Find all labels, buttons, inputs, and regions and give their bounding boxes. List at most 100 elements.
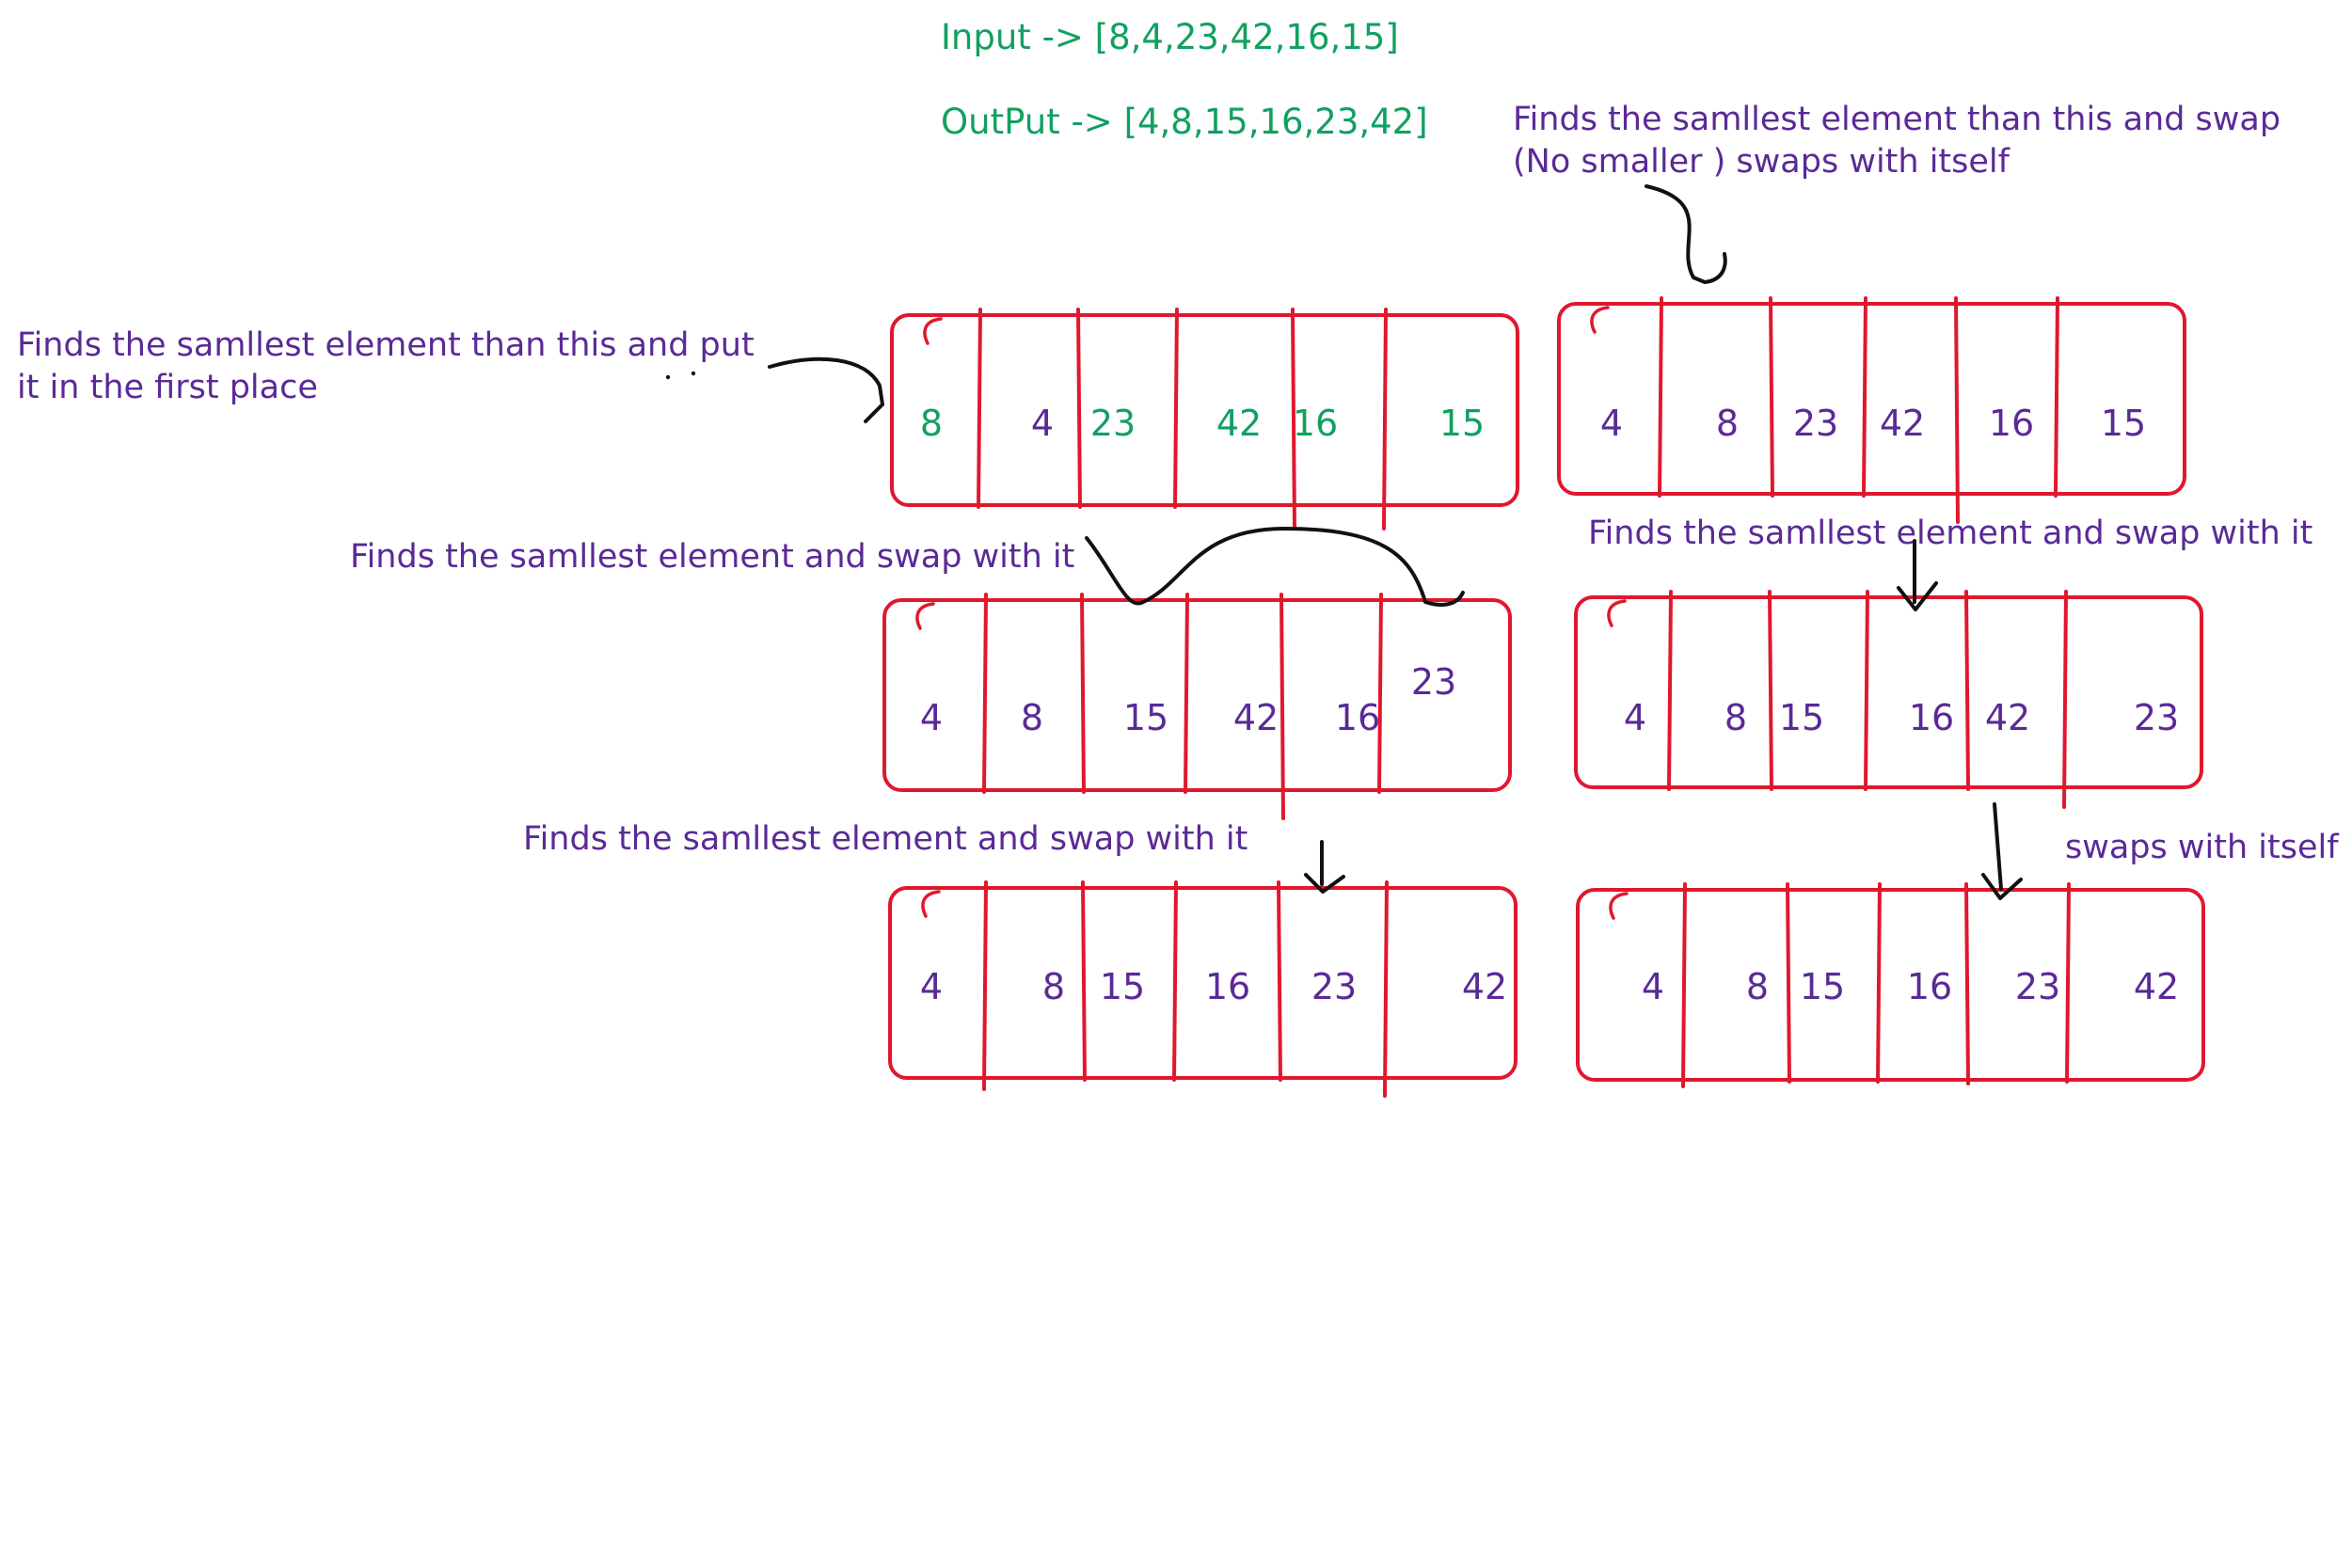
arrow-to-first-cell	[768, 356, 884, 423]
cell-value: 16	[1335, 697, 1380, 738]
cell-value: 8	[1746, 966, 1769, 1007]
cell-divider	[1377, 593, 1383, 794]
cell-value: 16	[1205, 966, 1250, 1007]
corner-hook	[1590, 306, 1610, 334]
corner-hook	[923, 317, 943, 345]
cell-divider	[1876, 882, 1882, 1084]
corner-hook	[1609, 892, 1629, 920]
cell-divider	[1081, 880, 1087, 1082]
cell-value: 4	[1624, 697, 1646, 738]
cell-divider	[1964, 590, 1970, 791]
output-label: OutPut -> [4,8,15,16,23,42]	[941, 102, 1428, 142]
array-outline	[1557, 302, 2186, 496]
cell-divider	[2062, 590, 2068, 809]
cell-divider	[977, 308, 982, 509]
cell-value: 8	[920, 403, 943, 444]
cell-divider	[1864, 590, 1869, 791]
cell-value: 8	[1724, 697, 1747, 738]
cell-value: 4	[920, 697, 943, 738]
array-box-2: 4 8 23 42 16 15	[1557, 296, 2186, 524]
cell-divider	[1279, 593, 1285, 820]
svg-text:Finds the samllest element tha: Finds the samllest element than this and…	[1513, 101, 2280, 138]
cell-value: 23	[1793, 403, 1838, 444]
cell-divider	[1291, 308, 1296, 529]
cell-divider	[1080, 593, 1086, 794]
annotation-no-smaller: Finds the samllest element than this and…	[1513, 101, 2280, 181]
cell-value: 15	[1439, 403, 1485, 444]
svg-text:(No smaller ) swaps with itsel: (No smaller ) swaps with itself	[1513, 143, 2010, 181]
cell-value: 16	[1989, 403, 2034, 444]
arrows-layer	[665, 184, 2023, 900]
cell-divider	[1184, 593, 1189, 794]
annotation-first-place: Finds the samllest element than this and…	[17, 326, 755, 406]
cell-divider	[1383, 880, 1389, 1098]
cell-divider	[2065, 882, 2071, 1084]
array-outline	[888, 886, 1518, 1080]
cell-divider	[1786, 882, 1791, 1084]
cell-value: 42	[1985, 697, 2030, 738]
cell-divider	[982, 880, 988, 1091]
corner-hook	[915, 602, 935, 630]
cell-divider	[1277, 880, 1282, 1082]
array-box-5: 4 8 15 16 23 42	[888, 880, 1518, 1098]
annotation-swap-2: Finds the samllest element and swap with…	[1588, 515, 2312, 552]
cell-value: 23	[2134, 697, 2179, 738]
cell-value: 4	[1600, 403, 1623, 444]
input-label: Input -> [8,4,23,42,16,15]	[941, 17, 1399, 57]
cell-divider	[1076, 308, 1082, 509]
cell-value: 8	[1042, 966, 1065, 1007]
cell-divider	[1173, 308, 1179, 509]
cell-divider	[1769, 296, 1774, 498]
cell-value: 42	[1233, 697, 1279, 738]
arrow-down-row3-right	[1981, 802, 2023, 900]
cell-divider	[1954, 296, 1960, 524]
array-outline	[1576, 888, 2205, 1082]
cell-value: 23	[1411, 661, 1456, 703]
cell-value: 4	[920, 966, 943, 1007]
array-box-4: 4 8 15 16 42 23	[1574, 590, 2203, 809]
corner-hook	[921, 890, 941, 918]
cell-divider	[1768, 590, 1773, 791]
cell-value: 16	[1907, 966, 1952, 1007]
cell-divider	[982, 593, 988, 794]
cell-divider	[1172, 880, 1178, 1082]
cell-value: 4	[1642, 966, 1664, 1007]
cell-divider	[1862, 296, 1867, 498]
array-outline	[882, 598, 1512, 792]
array-outline	[1574, 595, 2203, 789]
arrow-down-row3-left	[1304, 840, 1345, 894]
array-outline	[890, 313, 1519, 507]
annotation-swap-3: Finds the samllest element and swap with…	[523, 820, 1248, 858]
stray-dots	[665, 371, 696, 380]
annotation-swaps-itself: swaps with itself	[2065, 829, 2339, 866]
cell-value: 8	[1716, 403, 1739, 444]
cell-divider	[1667, 590, 1673, 791]
cell-value: 15	[1779, 697, 1824, 738]
cell-value: 42	[1216, 403, 1262, 444]
arrow-down-to-second-cell	[1645, 184, 1727, 284]
cell-divider	[1382, 308, 1388, 531]
arrow-down-row2-right	[1897, 539, 1938, 611]
svg-text:it in the first place: it in the first place	[17, 369, 318, 406]
cell-value: 4	[1031, 403, 1054, 444]
cell-divider	[1681, 882, 1687, 1088]
cell-value: 23	[1090, 403, 1136, 444]
corner-hook	[1607, 599, 1627, 627]
cell-value: 23	[1311, 966, 1357, 1007]
cell-value: 15	[1100, 966, 1145, 1007]
cell-value: 15	[1800, 966, 1845, 1007]
cell-value: 16	[1909, 697, 1954, 738]
cell-divider	[1658, 296, 1663, 498]
cell-value: 42	[1462, 966, 1507, 1007]
swap-arc-arrow	[1085, 527, 1465, 607]
cell-value: 23	[2015, 966, 2060, 1007]
svg-text:Finds the samllest element tha: Finds the samllest element than this and…	[17, 326, 755, 364]
arrays-layer: 8 4 23 42 16 15 4 8 23 42 16 15 4 8 15 42 16 23 4 8 15 16 42 23…	[882, 296, 2205, 1098]
cell-divider	[2054, 296, 2059, 498]
cell-value: 42	[1880, 403, 1925, 444]
cell-value: 15	[2101, 403, 2146, 444]
